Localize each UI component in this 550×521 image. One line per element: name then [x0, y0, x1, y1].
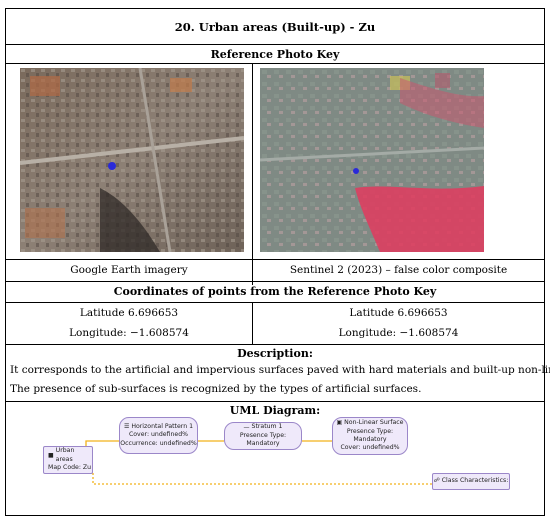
- divider: [252, 302, 253, 344]
- uml-heading: UML Diagram:: [229, 404, 321, 417]
- coordinates-heading: Coordinates of points from the Reference…: [113, 285, 437, 298]
- description-line: It corresponds to the artificial and imp…: [10, 364, 550, 376]
- description-line: The presence of sub-surfaces is recogniz…: [10, 383, 422, 395]
- divider: [6, 344, 544, 345]
- divider: [6, 281, 544, 282]
- minus-icon: —: [243, 423, 250, 431]
- photo-caption: Google Earth imagery: [70, 264, 188, 276]
- latitude-value: Latitude 6.696653: [349, 306, 448, 319]
- uml-node-non-linear-surface: ▣Non-Linear Surface Presence Type: Manda…: [332, 417, 408, 455]
- uml-node-urban-areas: ■Urban areas Map Code: Zu: [43, 446, 93, 474]
- description-heading: Description:: [237, 347, 313, 360]
- longitude-value: Longitude: −1.608574: [338, 326, 459, 339]
- document-title: 20. Urban areas (Built-up) - Zu: [174, 19, 376, 34]
- divider: [6, 259, 544, 260]
- uml-node-class-characteristics: ☍Class Characteristics:: [432, 473, 510, 490]
- divider: [252, 63, 253, 285]
- divider: [6, 63, 544, 64]
- latitude-value: Latitude 6.696653: [79, 306, 179, 319]
- photo-caption: Sentinel 2 (2023) – false color composit…: [289, 264, 508, 276]
- link-icon: ☍: [433, 477, 440, 485]
- divider: [6, 401, 544, 402]
- document-table: 20. Urban areas (Built-up) - Zu Referenc…: [5, 8, 550, 516]
- sentinel-image: [260, 68, 484, 252]
- divider: [6, 302, 544, 303]
- shape-icon: ▣: [336, 419, 343, 427]
- folder-icon: ■: [48, 451, 54, 459]
- reference-photo-heading: Reference Photo Key: [210, 47, 340, 61]
- divider: [6, 44, 544, 45]
- list-icon: ☰: [123, 423, 130, 431]
- google-earth-image: [20, 68, 244, 252]
- longitude-value: Longitude: −1.608574: [69, 326, 189, 339]
- connector-line: [92, 473, 432, 485]
- uml-node-stratum: —Stratum 1 Presence Type: Mandatory: [224, 422, 302, 450]
- uml-node-horizontal-pattern: ☰Horizontal Pattern 1 Cover: undefined% …: [119, 417, 198, 454]
